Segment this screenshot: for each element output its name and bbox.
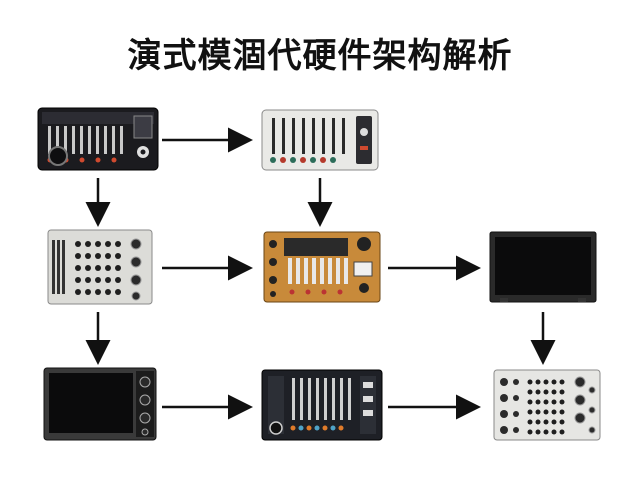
node-monitor	[489, 231, 597, 303]
node-board-orange	[263, 231, 381, 303]
node-panel-gray	[47, 229, 153, 305]
node-mixer-dark	[37, 107, 159, 171]
node-console-dark	[261, 369, 383, 441]
page-title: 演式模涸代硬件架构解析	[127, 36, 513, 76]
node-monitor-knobs	[43, 367, 157, 441]
node-mixer-white	[261, 109, 379, 171]
node-panel-white	[493, 369, 601, 441]
edges-group	[85, 127, 556, 420]
